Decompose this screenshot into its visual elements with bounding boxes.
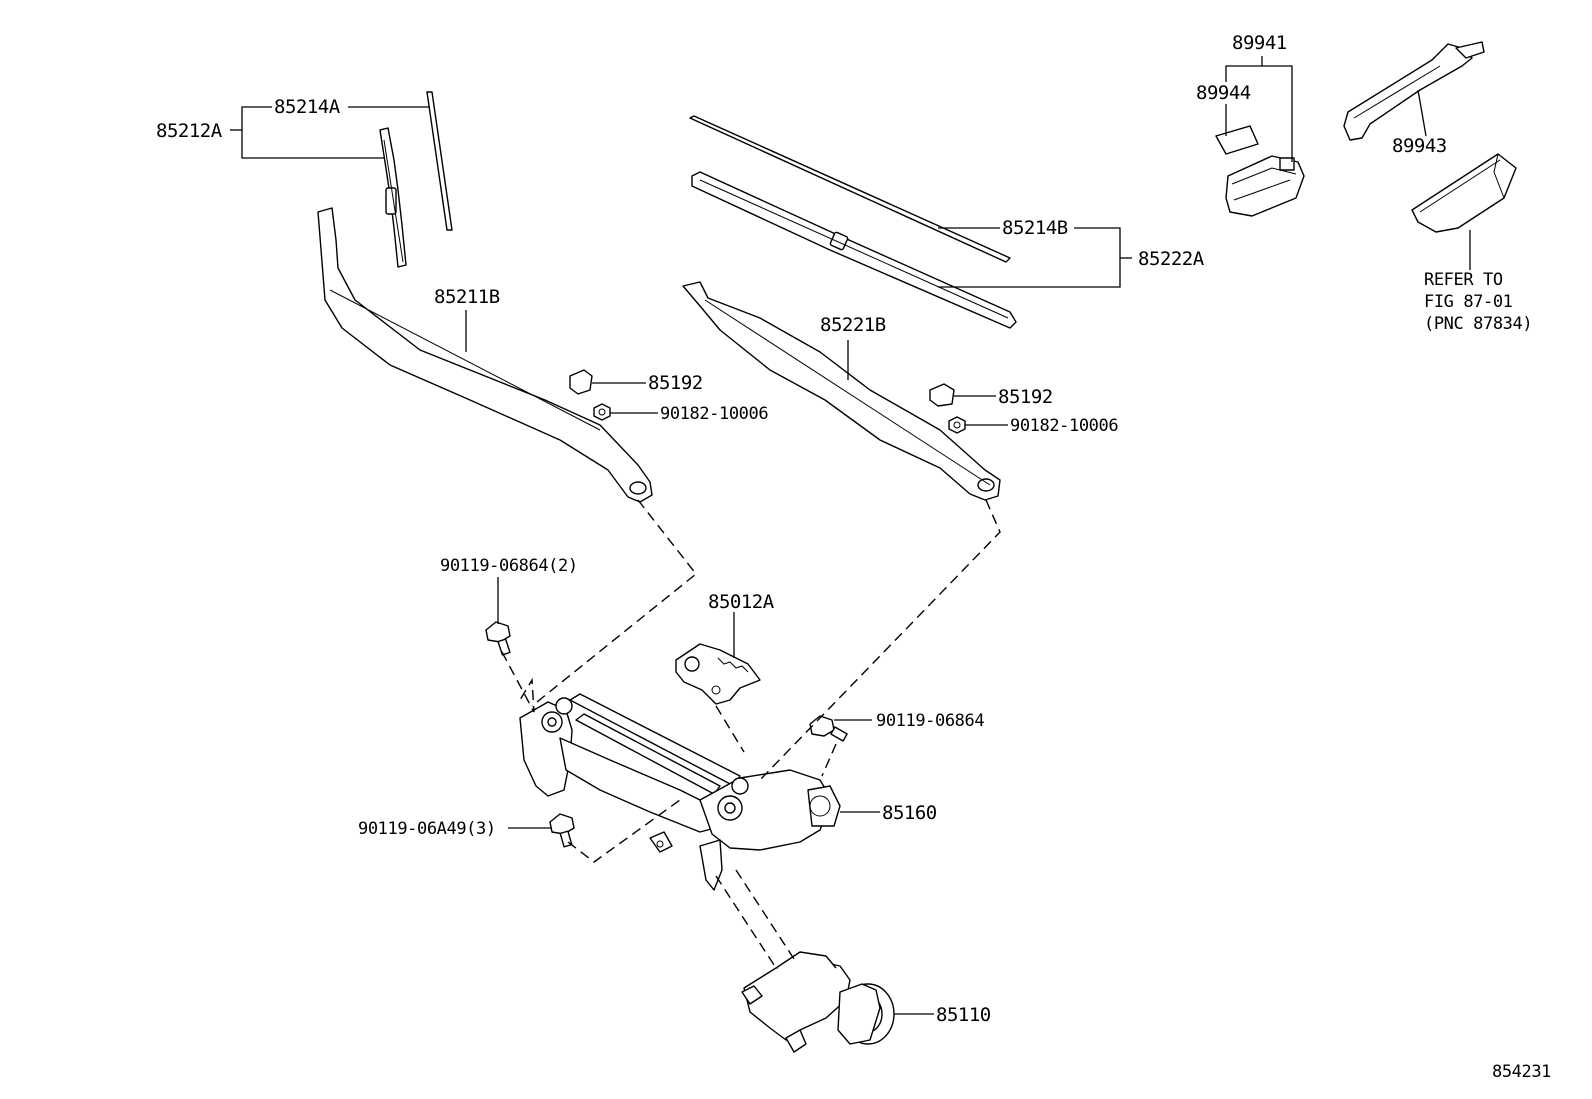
wiper-link-assembly xyxy=(519,693,841,891)
label-90182-10006-left: 90182-10006 xyxy=(660,404,768,424)
left-arm-nut xyxy=(593,403,611,421)
label-refer-to-line1: REFER TO xyxy=(1424,270,1503,290)
label-refer-to-line3: (PNC 87834) xyxy=(1424,314,1532,334)
label-85110: 85110 xyxy=(936,1004,991,1026)
sensor-bracket xyxy=(1343,41,1485,141)
right-wiper-arm xyxy=(682,281,1001,501)
label-85222A: 85222A xyxy=(1138,248,1205,270)
label-90119-06864-qty2: 90119-06864(2) xyxy=(440,556,578,576)
right-wiper-blade xyxy=(691,171,1017,329)
part-labels: 85214A 85212A 85211B 85192 90182-10006 8… xyxy=(156,32,1552,1082)
label-85214A: 85214A xyxy=(274,96,341,118)
label-90182-10006-right: 90182-10006 xyxy=(1010,416,1118,436)
label-90119-06864: 90119-06864 xyxy=(876,711,984,731)
linkage-spring-bracket xyxy=(675,643,761,705)
wiper-motor xyxy=(741,951,895,1053)
label-85212A: 85212A xyxy=(156,120,223,142)
sensor-cover xyxy=(1411,153,1517,233)
screw-90119-06864-right xyxy=(809,715,848,742)
installation-dashed-lines xyxy=(501,499,1001,969)
label-85211B: 85211B xyxy=(434,286,500,308)
label-85160: 85160 xyxy=(882,802,937,824)
left-arm-cap xyxy=(569,369,593,395)
label-89944: 89944 xyxy=(1196,82,1251,104)
drawing-number: 854231 xyxy=(1492,1062,1551,1082)
label-89941: 89941 xyxy=(1232,32,1287,54)
screw-90119-06864-left xyxy=(485,621,511,656)
label-89943: 89943 xyxy=(1392,135,1447,157)
rain-sensor xyxy=(1225,155,1305,217)
rain-sensor-pad xyxy=(1215,125,1259,155)
label-85192-left: 85192 xyxy=(648,372,703,394)
left-blade-refill xyxy=(426,91,453,231)
left-wiper-blade xyxy=(379,127,407,268)
label-85192-right: 85192 xyxy=(998,386,1053,408)
right-blade-refill xyxy=(689,115,1011,263)
label-85221B: 85221B xyxy=(820,314,886,336)
screw-90119-06A49 xyxy=(549,813,575,848)
leader-lines xyxy=(230,56,1471,1015)
right-arm-cap xyxy=(929,383,955,407)
left-wiper-arm xyxy=(317,207,653,503)
label-85214B: 85214B xyxy=(1002,217,1068,239)
label-refer-to-line2: FIG 87-01 xyxy=(1424,292,1513,312)
right-arm-nut xyxy=(948,416,966,434)
label-90119-06A49-qty3: 90119-06A49(3) xyxy=(358,819,496,839)
label-85012A: 85012A xyxy=(708,591,775,613)
